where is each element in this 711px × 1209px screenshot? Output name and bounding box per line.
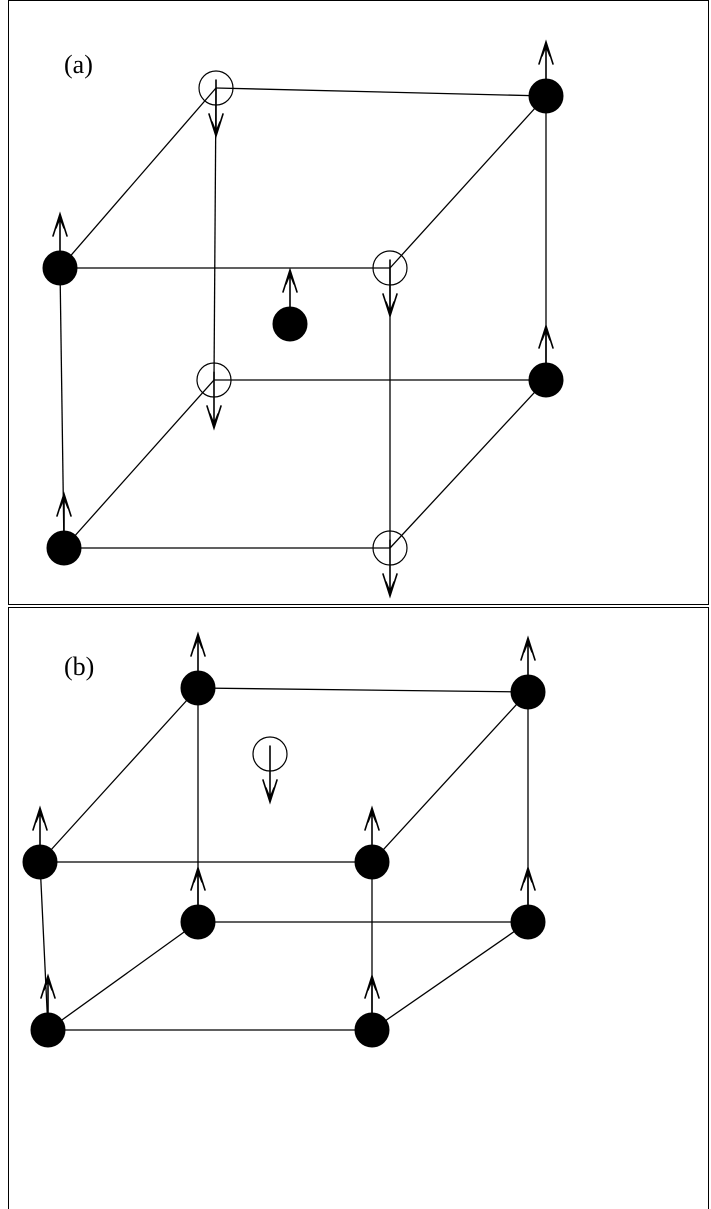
cube-edge [39, 861, 49, 1031]
panel-a-frame [8, 0, 709, 605]
panel-b-cube-edges [39, 687, 529, 1031]
panel-a-front-top-left-spin-up-arrow-icon [52, 211, 68, 263]
cube-edge [371, 921, 529, 1031]
cube-edge [389, 95, 547, 269]
panel-b-back-top-left-spin-up-arrow-icon [190, 631, 206, 683]
panel-b-front-top-left-spin-up-arrow-icon [32, 805, 48, 857]
panel-b-front-bottom-right-spin-up-arrow-icon [364, 973, 380, 1025]
panel-a-label: (a) [64, 50, 93, 79]
cube-edge [59, 87, 217, 269]
panel-a-back-bottom-left-spin-down-arrow-icon [206, 371, 222, 431]
panel-b-atoms [22, 631, 546, 1048]
panel-a-back-bottom-right-spin-up-arrow-icon [538, 323, 554, 375]
panel-a-atoms [42, 39, 564, 599]
panel-a-back-top-right-spin-up-arrow-icon [538, 39, 554, 91]
cube-edge [215, 87, 547, 97]
panel-b-label: (b) [64, 652, 94, 681]
panel-a: (a) [8, 0, 709, 605]
panel-a-front-top-right-spin-down-arrow-icon [382, 259, 398, 319]
panel-b-front-top-right-spin-up-arrow-icon [364, 805, 380, 857]
cube-edge [389, 379, 547, 549]
panel-b-frame [8, 607, 709, 1209]
panel-b-back-top-right-spin-up-arrow-icon [520, 635, 536, 687]
cube-edge [47, 921, 199, 1031]
panel-a-back-top-left-spin-down-arrow-icon [208, 79, 224, 139]
cube-edge [371, 691, 529, 863]
panel-b-back-bottom-left-spin-up-arrow-icon [190, 865, 206, 917]
panel-a-body-center-spin-up-arrow-icon [282, 267, 298, 319]
panel-b: (b) [8, 607, 709, 1209]
panel-a-front-bottom-right-spin-down-arrow-icon [382, 539, 398, 599]
panel-b-back-bottom-right-spin-up-arrow-icon [520, 865, 536, 917]
cube-edge [63, 379, 215, 549]
panel-a-front-bottom-left-spin-up-arrow-icon [56, 491, 72, 543]
cube-edge [39, 687, 199, 863]
panel-b-front-bottom-left-spin-up-arrow-icon [40, 973, 56, 1025]
cube-edge [197, 687, 529, 693]
panel-b-body-center-spin-down-arrow-icon [262, 745, 278, 805]
